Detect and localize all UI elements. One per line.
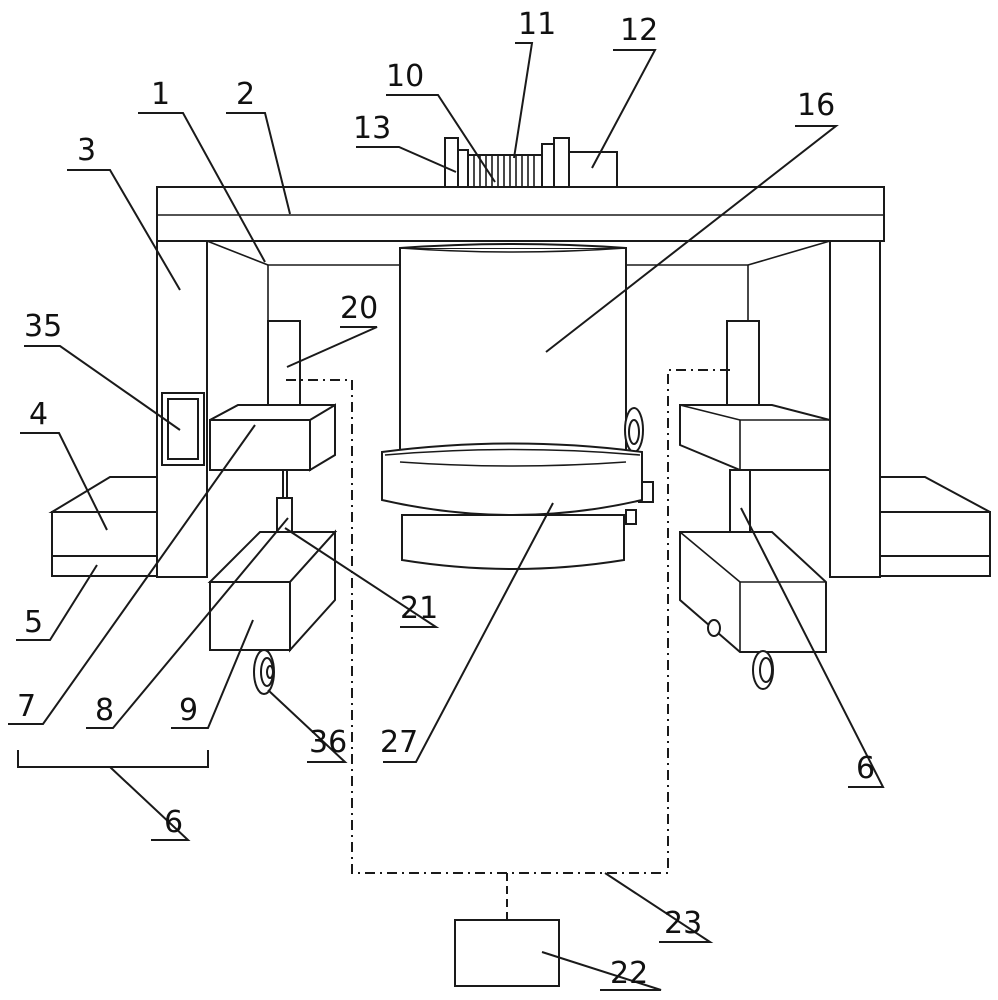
bracket-6: [17, 750, 209, 768]
label-8: 8: [95, 693, 114, 728]
label-27: 27: [380, 725, 418, 760]
right-column: [626, 240, 881, 578]
control-panel: [161, 392, 205, 466]
right-caster-wheel: [707, 619, 774, 690]
label-9: 9: [179, 693, 198, 728]
reference-numerals: 1 2 3 4 5 6 6 7 8 9 10 11 12 13 16 20 21…: [17, 7, 875, 991]
signal-lines: [286, 369, 735, 920]
label-6-left: 6: [164, 805, 183, 840]
label-1: 1: [151, 77, 170, 112]
leader-lines: [8, 42, 885, 991]
right-lift-assembly: [679, 320, 831, 690]
label-4: 4: [29, 397, 48, 432]
label-3: 3: [77, 133, 96, 168]
left-caster-wheel: [253, 649, 275, 695]
left-base-plate: [48, 476, 158, 577]
label-7: 7: [17, 689, 36, 724]
label-2: 2: [236, 77, 255, 112]
left-lift-assembly: [207, 320, 338, 695]
winch-assembly: [444, 137, 618, 188]
label-13: 13: [353, 111, 391, 146]
central-drum: [399, 243, 654, 570]
label-12: 12: [620, 13, 658, 48]
label-22: 22: [610, 956, 648, 991]
label-11: 11: [518, 7, 556, 42]
label-10: 10: [386, 59, 424, 94]
label-21: 21: [400, 591, 438, 626]
side-wheel-mechanism: [624, 407, 654, 525]
top-beam: [156, 186, 885, 242]
label-35: 35: [24, 309, 62, 344]
label-23: 23: [664, 906, 702, 941]
label-20: 20: [340, 291, 378, 326]
label-6-right: 6: [856, 751, 875, 786]
winding-drum: [473, 156, 535, 186]
label-16: 16: [797, 88, 835, 123]
clamp-ring: [381, 442, 643, 516]
right-base-plate: [879, 476, 991, 577]
label-5: 5: [24, 605, 43, 640]
label-36: 36: [309, 725, 347, 760]
